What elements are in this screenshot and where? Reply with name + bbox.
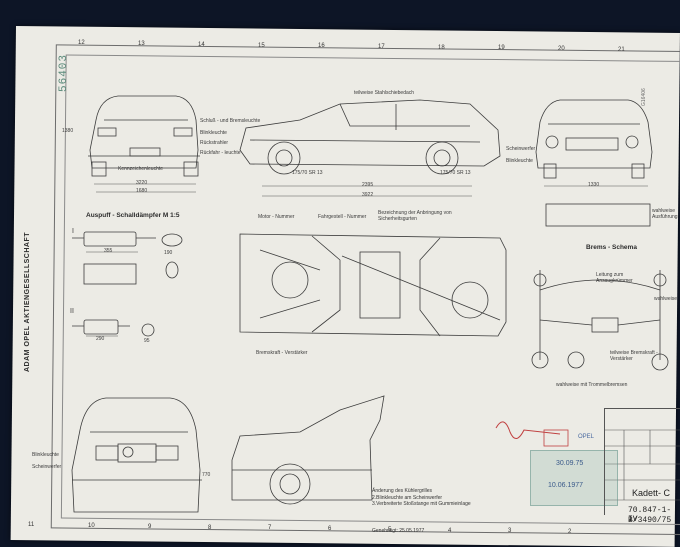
change-line-1: Änderung des Kühlergrilles	[372, 488, 433, 494]
dim-290: 290	[96, 336, 105, 342]
label-chassis-number: Fahrgestell - Nummer	[318, 214, 367, 220]
opel-logo: OPEL	[578, 434, 595, 440]
dim-770: 770	[202, 472, 211, 478]
label-indicator-bottom: Blinkleuchte	[32, 452, 59, 458]
dim-3922: 3922	[362, 192, 374, 198]
red-signature	[495, 421, 561, 439]
label-roman-2: II	[70, 308, 74, 315]
dim-2395: 2395	[362, 182, 374, 188]
top-plan-drawing	[239, 233, 507, 337]
label-headlight-front: Scheinwerfer	[506, 146, 536, 152]
label-headlight-bottom: Scheinwerfer	[32, 464, 62, 470]
label-intake-line: Leitung zum Ansaugkrümmer	[596, 272, 633, 284]
label-drum-brakes: wahlweise mit Trommelbremsen	[556, 382, 628, 388]
dim-1680: 1680	[136, 188, 148, 194]
label-tyre-left: 175/70 SR 13	[292, 170, 323, 176]
label-tyre-right: 175/70 SR 13	[440, 170, 471, 176]
side-view-drawing	[239, 99, 501, 175]
drawing-ref-2: B/3490/75	[628, 516, 672, 525]
label-seatbelts: Bezeichnung der Anbringung von Sicherhei…	[378, 210, 452, 222]
label-roman-1: I	[72, 228, 74, 235]
brake-schema-drawing	[531, 270, 669, 371]
label-optional-version: wahlweise Ausführung	[652, 208, 678, 220]
dim-95: 95	[144, 338, 150, 344]
change-line-3: 3.Verbreiterte Stoßstange mit Gummieinla…	[372, 501, 471, 507]
stamp-date-1: 30.09.75	[556, 460, 584, 467]
front-quarter-drawing	[231, 395, 385, 505]
label-reverse-light: Rückfahr - leuchte	[200, 150, 241, 156]
label-partial-booster: teilweise Bremskraft - Verstärker	[610, 350, 658, 362]
rear-view-drawing	[88, 95, 200, 177]
dim-1380: 1380	[62, 128, 74, 134]
label-indicator-rear: Blinkleuchte	[200, 130, 227, 136]
changes-block: Änderung des Kühlergrilles 2.Blinkleucht…	[372, 488, 471, 508]
heading-brake-schema: Brems - Schema	[586, 244, 637, 251]
label-brake-booster: Bremskraft - Verstärker	[256, 350, 308, 356]
change-line-2: 2.Blinkleuchte am Scheinwerfer	[372, 494, 443, 501]
dim-1330: 1330	[588, 182, 600, 188]
title-block	[604, 408, 680, 515]
front-view-bottom-drawing	[71, 397, 202, 513]
drawing-ref-1: 70.847-1-IV	[628, 506, 672, 524]
label-optional: wahlweise	[654, 296, 678, 302]
approval-stamp	[530, 450, 618, 506]
dim-3220: 3220	[136, 180, 148, 186]
label-indicator-front: Blinkleuchte	[506, 158, 533, 164]
model-name: Kadett- C	[632, 488, 671, 498]
front-view-drawing	[535, 99, 653, 227]
label-engine-number: Motor - Nummer	[258, 214, 295, 220]
stamp-date-2: 10.06.1977	[548, 482, 584, 489]
heading-exhaust: Auspuff - Schalldämpfer M 1:5	[86, 212, 180, 219]
dim-355: 355	[104, 248, 113, 254]
label-sunroof: teilweise Stahlschiebedach	[354, 90, 415, 96]
dim-190: 190	[164, 250, 173, 256]
approval-date: Genehmigt: 25.05.1977	[372, 528, 425, 534]
exhaust-drawing	[72, 231, 183, 337]
label-reflector: Rückstrahler	[200, 140, 229, 146]
label-plate-light: Kennzeichenleuchte	[118, 166, 164, 172]
label-brake-light: Schluß - und Bremsleuchte	[200, 118, 261, 124]
